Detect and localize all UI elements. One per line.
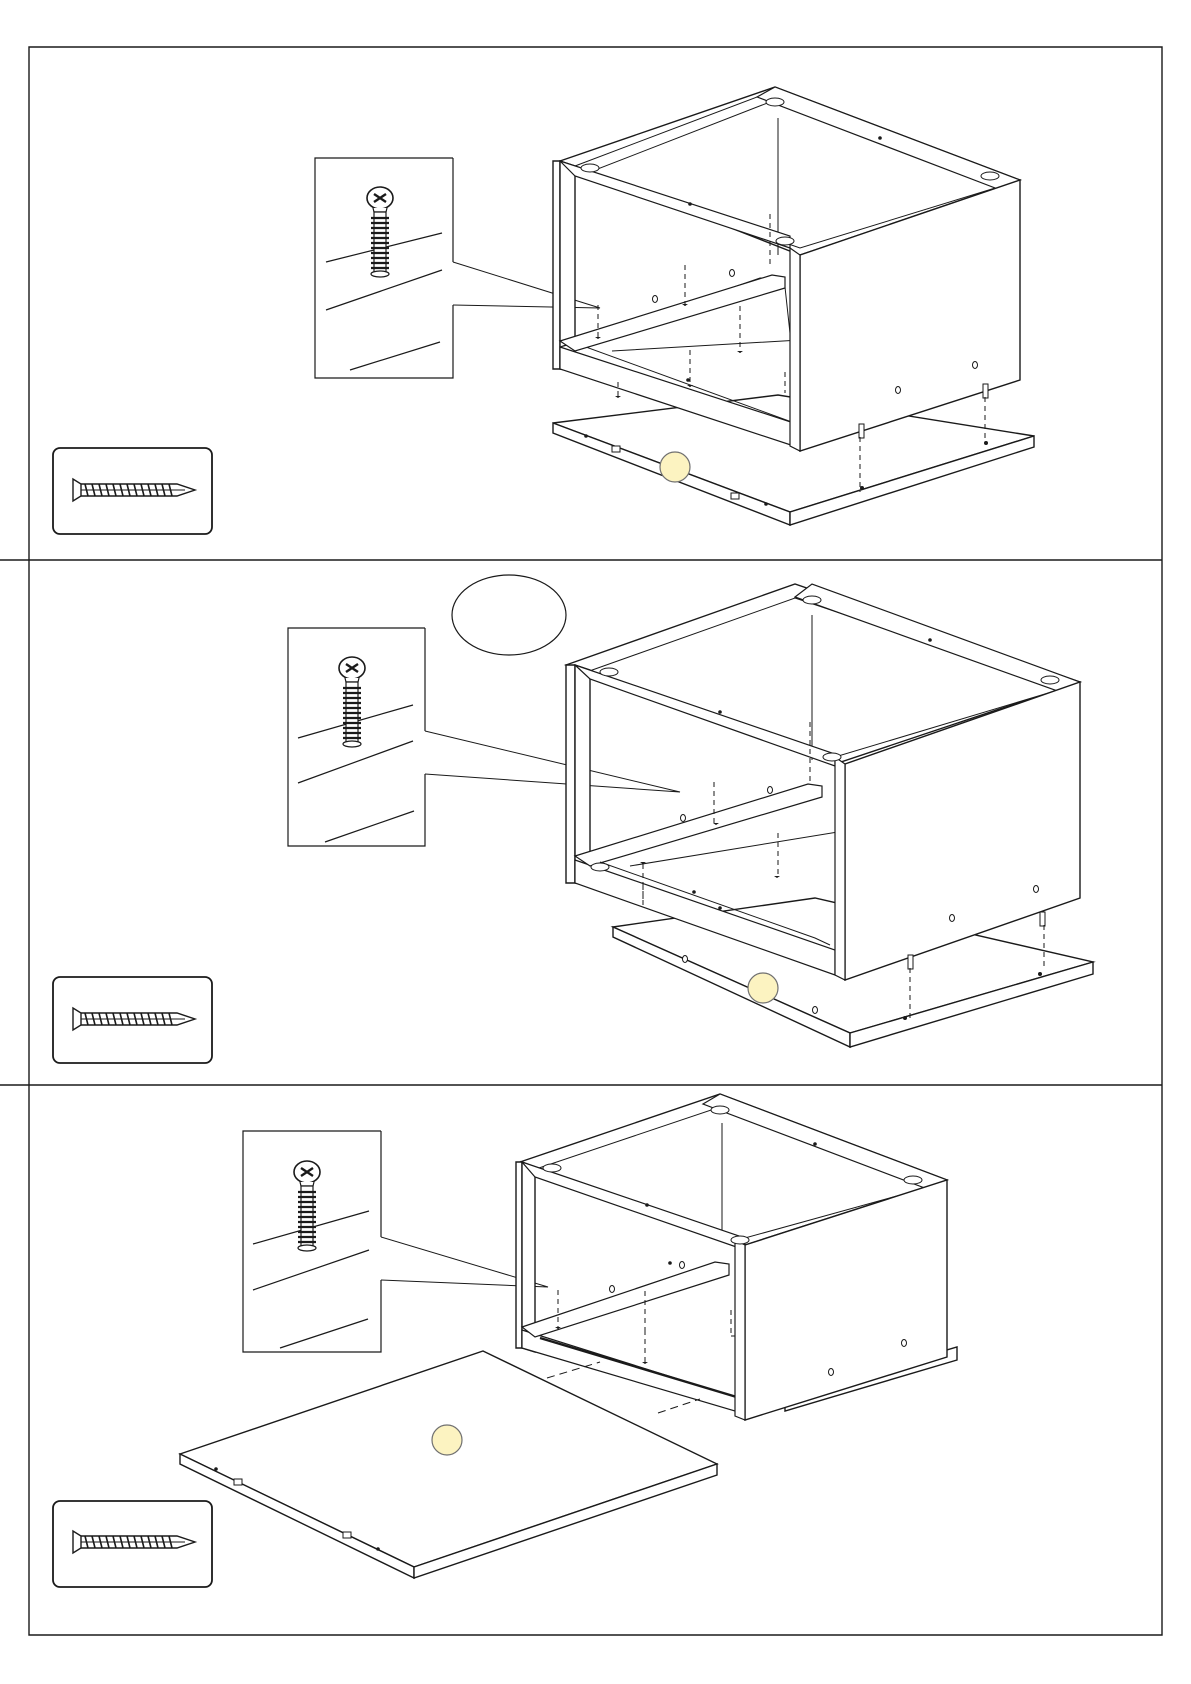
fastener-box	[53, 1501, 212, 1587]
step-1	[53, 87, 1034, 534]
detail-callout-3	[243, 1131, 548, 1352]
countersunk-screw-icon	[367, 187, 393, 277]
fastener-box	[53, 448, 212, 534]
step-3	[53, 1094, 957, 1587]
part-marker	[432, 1425, 462, 1455]
empty-callout-bubble	[452, 575, 566, 655]
part-marker	[660, 452, 690, 482]
back-panel	[180, 1351, 717, 1578]
fastener-box	[53, 977, 212, 1063]
countersunk-screw-icon	[339, 657, 365, 747]
part-marker	[748, 973, 778, 1003]
step-2	[53, 575, 1093, 1063]
cabinet-carcass	[516, 1094, 957, 1420]
countersunk-screw-icon	[294, 1161, 320, 1251]
